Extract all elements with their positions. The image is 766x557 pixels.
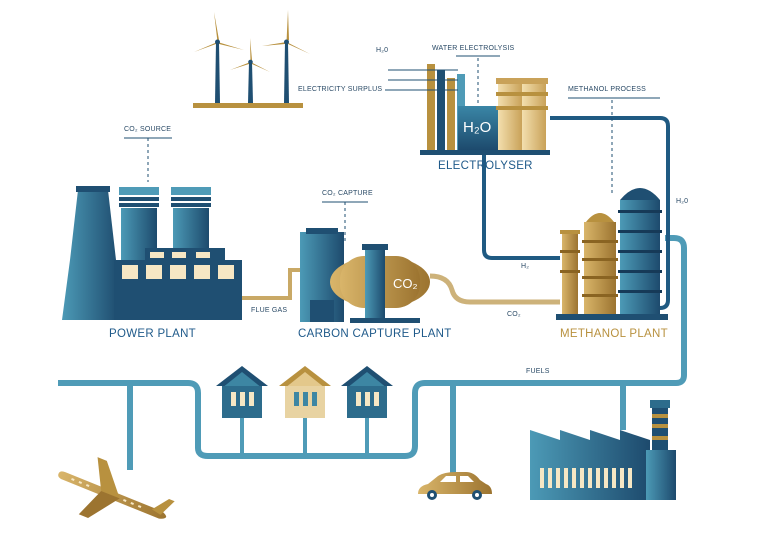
co2-capture-label: CO₂ CAPTURE	[322, 190, 373, 197]
water-electrolysis-label: WATER ELECTROLYSIS	[432, 45, 515, 52]
h2-label: H₂	[521, 263, 530, 270]
electrolyser-tank-right	[520, 78, 548, 150]
wind-turbines	[193, 10, 310, 108]
factory	[530, 400, 676, 500]
electrolyser-label: ELECTROLYSER	[438, 160, 533, 172]
wind-turbine-1	[194, 12, 244, 103]
h2o-input-label: H₂0	[376, 47, 389, 54]
co2-pipe-label: CO₂	[507, 311, 521, 318]
electrolyser-tank-left	[496, 78, 524, 150]
power-plant-label: POWER PLANT	[109, 328, 197, 340]
co2-tank-label: CO₂	[393, 276, 418, 291]
power-plant-windows	[122, 252, 234, 279]
methanol-process-label: METHANOL PROCESS	[568, 86, 647, 93]
house-1	[216, 366, 268, 418]
house-2	[279, 366, 331, 418]
fuels-label: FUELS	[526, 368, 550, 375]
flue-gas-label: FLUE GAS	[251, 307, 288, 314]
wind-turbine-3	[262, 10, 310, 103]
electricity-surplus-label: ELECTRICITY SURPLUS	[298, 86, 383, 93]
house-connectors	[240, 418, 369, 456]
co2-source-label: CO₂ SOURCE	[124, 126, 172, 133]
car-icon	[418, 472, 492, 500]
hydrogen-pipe	[482, 150, 560, 260]
wind-turbine-2	[230, 38, 270, 103]
airplane-icon	[58, 457, 175, 519]
carbon-capture-plant-label: CARBON CAPTURE PLANT	[298, 328, 452, 340]
electrolyser	[385, 55, 550, 155]
methanol-plant-label: METHANOL PLANT	[560, 328, 668, 340]
carbon-capture-plant	[300, 201, 430, 323]
h2o-output-label: H₂0	[676, 198, 689, 205]
h2o-tank-label: H₂O	[463, 119, 492, 136]
factory-windows	[540, 468, 632, 488]
methanol-process-pipe	[550, 116, 670, 310]
methanol-plant	[556, 97, 668, 320]
house-3	[341, 366, 393, 418]
fuel-distribution-pipe	[58, 235, 687, 478]
flue-gas-pipe	[240, 268, 300, 300]
co2-pipe	[429, 273, 560, 305]
power-plant	[62, 137, 242, 320]
